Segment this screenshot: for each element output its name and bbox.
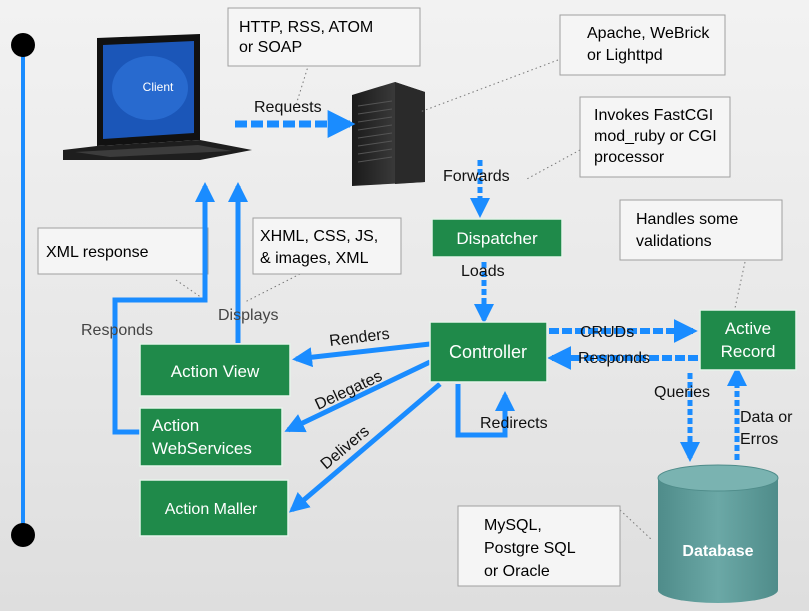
timeline-bar bbox=[11, 33, 35, 547]
note-protocols: HTTP, RSS, ATOM or SOAP bbox=[227, 7, 421, 67]
note-databases: MySQL, Postgre SQL or Oracle bbox=[457, 505, 621, 587]
note-line: processor bbox=[594, 149, 665, 166]
note-assets: XHML, CSS, JS, & images, XML bbox=[252, 217, 402, 275]
flow-arrows bbox=[112, 110, 747, 513]
forwards-label: Forwards bbox=[443, 168, 510, 185]
delegates-arrow bbox=[284, 359, 432, 433]
note-line: XHML, CSS, JS, bbox=[260, 228, 378, 245]
action-webservices-label: WebServices bbox=[152, 439, 252, 458]
renders-arrow bbox=[292, 341, 431, 368]
action-mailer-box: Action Maller bbox=[139, 479, 289, 537]
action-view-label: Action View bbox=[171, 362, 260, 381]
note-processors: Invokes FastCGI mod_ruby or CGI processo… bbox=[579, 96, 731, 178]
client-label: Client bbox=[143, 80, 174, 94]
database-cylinder: Database bbox=[657, 464, 779, 603]
note-line: Invokes FastCGI bbox=[594, 107, 713, 124]
dispatcher-box: Dispatcher bbox=[431, 218, 563, 258]
note-line: XML response bbox=[46, 244, 149, 261]
database-label: Database bbox=[682, 543, 753, 560]
redirects-label: Redirects bbox=[480, 415, 548, 432]
renders-label: Renders bbox=[328, 326, 390, 350]
note-line: Postgre SQL bbox=[484, 540, 576, 557]
active-record-box: Active Record bbox=[699, 309, 797, 371]
note-line: Handles some bbox=[636, 211, 738, 228]
note-line: or Oracle bbox=[484, 563, 550, 580]
note-line: validations bbox=[636, 233, 712, 250]
queries-label: Queries bbox=[654, 384, 710, 401]
note-connectors bbox=[175, 59, 746, 541]
data-errors-label: Erros bbox=[740, 431, 778, 448]
timeline-end-dot bbox=[11, 523, 35, 547]
active-record-label: Record bbox=[721, 342, 776, 361]
action-webservices-box: Action WebServices bbox=[139, 407, 283, 467]
data-errors-label: Data or bbox=[740, 409, 793, 426]
delivers-arrow bbox=[288, 382, 442, 513]
requests-label: Requests bbox=[254, 99, 322, 116]
note-web-servers: Apache, WeBrick or Lighttpd bbox=[559, 14, 726, 76]
note-validations: Handles some validations bbox=[619, 199, 783, 261]
note-line: HTTP, RSS, ATOM bbox=[239, 19, 373, 36]
note-line: or Lighttpd bbox=[587, 47, 663, 64]
client-laptop-icon: Client bbox=[63, 34, 252, 160]
redirects-arrow bbox=[455, 384, 515, 438]
note-line: Apache, WeBrick bbox=[587, 25, 710, 42]
note-line: mod_ruby or CGI bbox=[594, 128, 717, 145]
action-webservices-label: Action bbox=[152, 416, 199, 435]
action-mailer-label: Action Maller bbox=[165, 501, 258, 518]
loads-label: Loads bbox=[461, 263, 505, 280]
record-responds-label: Responds bbox=[578, 350, 650, 367]
note-line: & images, XML bbox=[260, 250, 369, 267]
client-responds-label: Responds bbox=[81, 322, 153, 339]
active-record-label: Active bbox=[725, 319, 771, 338]
note-line: or SOAP bbox=[239, 39, 302, 56]
client-responds-arrow bbox=[112, 182, 215, 435]
action-view-box: Action View bbox=[139, 343, 291, 397]
note-line: MySQL, bbox=[484, 517, 542, 534]
displays-label: Displays bbox=[218, 307, 278, 324]
dispatcher-label: Dispatcher bbox=[456, 229, 538, 248]
cruds-label: CRUDs bbox=[580, 324, 634, 341]
controller-label: Controller bbox=[449, 342, 527, 362]
note-xml-response: XML response bbox=[37, 227, 209, 275]
controller-box: Controller bbox=[429, 321, 548, 383]
web-server-icon bbox=[352, 82, 425, 186]
timeline-start-dot bbox=[11, 33, 35, 57]
